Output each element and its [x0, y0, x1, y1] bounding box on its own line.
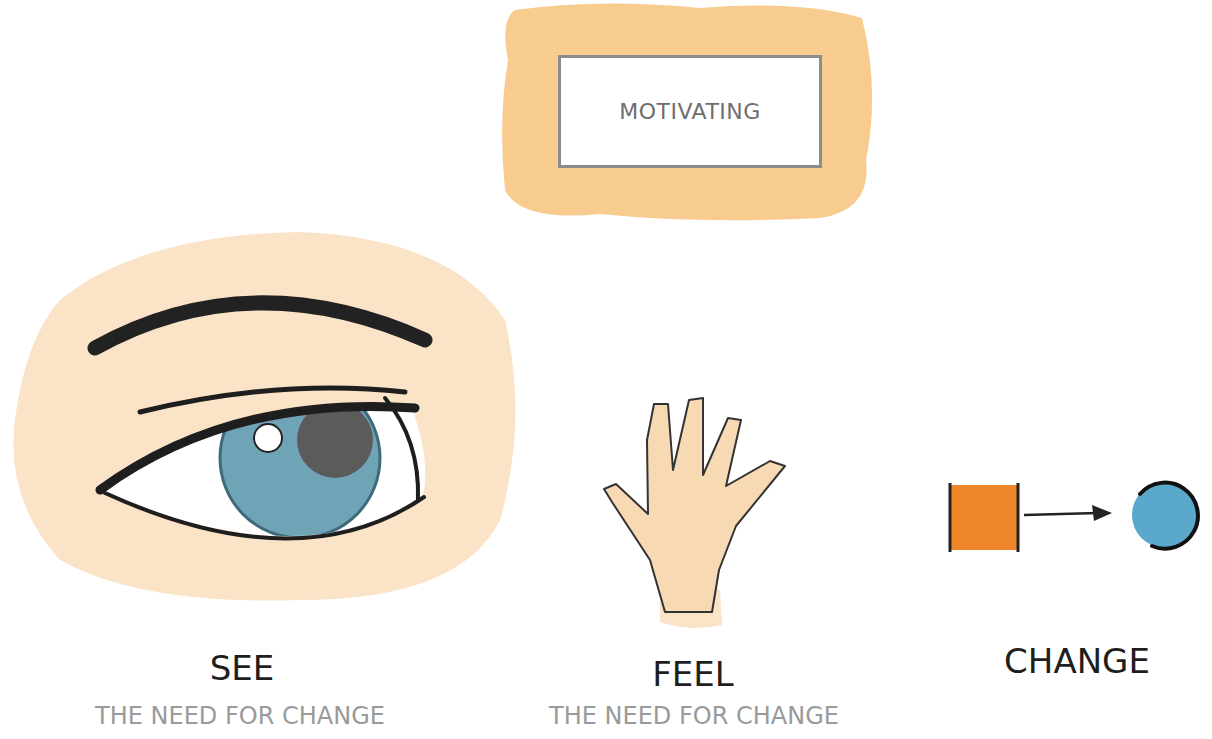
lid-crease — [140, 388, 405, 412]
orange-square — [950, 485, 1018, 550]
watercolor-blob — [502, 3, 872, 220]
arrow-head — [1092, 505, 1112, 521]
lower-lid — [105, 493, 424, 539]
eyebrow — [95, 303, 425, 348]
upper-lid — [100, 406, 415, 490]
step-title: FEEL — [652, 656, 733, 693]
step-subtitle: THE NEED FOR CHANGE — [95, 703, 385, 729]
skin-blob — [13, 232, 515, 601]
highlight — [254, 424, 282, 452]
blue-circle — [1132, 482, 1198, 548]
title-box: MOTIVATING — [558, 55, 822, 168]
box-title: MOTIVATING — [619, 99, 761, 124]
change-icon — [950, 482, 1198, 552]
iris — [220, 378, 380, 538]
hand — [604, 398, 785, 612]
step-title: CHANGE — [1004, 643, 1150, 680]
circle-outline — [1140, 483, 1198, 549]
hand-illustration — [604, 398, 785, 628]
eye-illustration — [13, 232, 515, 601]
step-title: SEE — [210, 650, 275, 687]
step-subtitle: THE NEED FOR CHANGE — [549, 703, 839, 729]
square-edge — [1017, 483, 1020, 552]
change-arrow — [1024, 513, 1098, 515]
square-edge — [949, 483, 952, 552]
eye-corner — [385, 398, 418, 500]
